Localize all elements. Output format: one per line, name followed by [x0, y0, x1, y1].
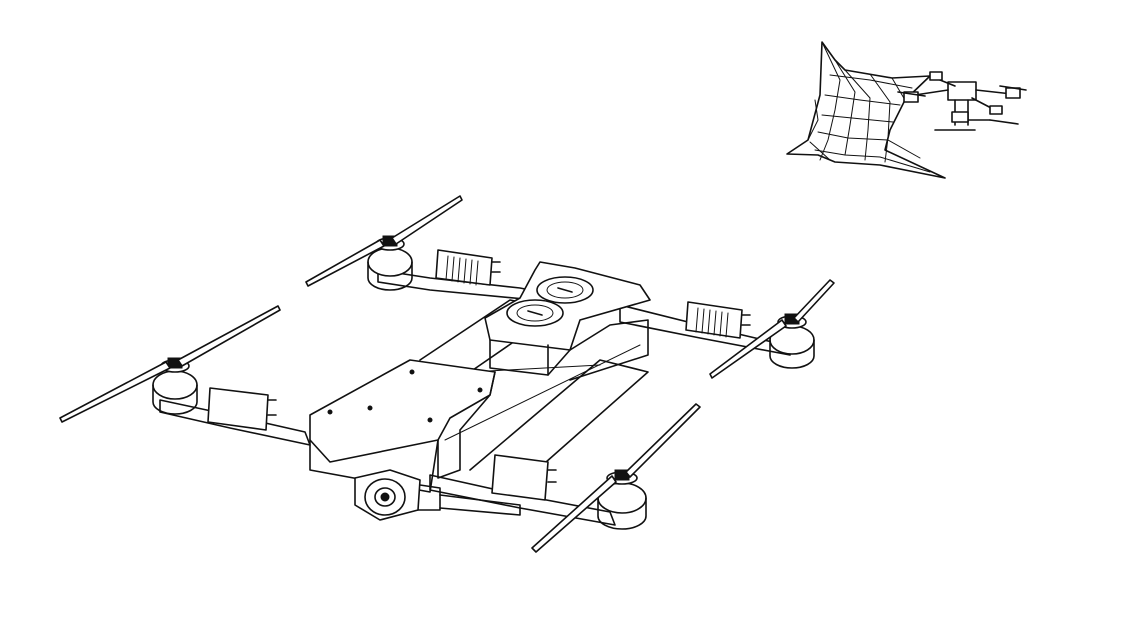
propeller-front-left: [59, 305, 281, 423]
propeller-front-right: [531, 403, 701, 553]
propeller-right: [709, 279, 835, 379]
rail-line-2: [444, 344, 641, 441]
rail-bottom: [469, 359, 649, 486]
mesh-grid: [807, 41, 931, 173]
motor-front-right: [597, 469, 647, 530]
camera-gimbal: [354, 469, 521, 521]
top-sensor-2: [506, 299, 564, 327]
upper-body-right: [569, 319, 649, 381]
lower-body-side: [437, 371, 496, 479]
upper-body: [484, 261, 651, 351]
top-sensor-1: [536, 276, 594, 304]
upper-body-side: [489, 339, 571, 376]
lower-body-top: [309, 359, 496, 463]
esc-front-right: [491, 454, 557, 501]
propeller-rear-left: [305, 195, 463, 287]
inset-drone: [897, 71, 1027, 131]
motor-right: [769, 313, 815, 369]
esc-rear: [435, 249, 501, 286]
main-drone: [59, 195, 835, 553]
esc-front-left: [207, 387, 277, 431]
inset-drone-mesh: [786, 41, 1027, 179]
esc-right: [685, 301, 751, 339]
mesh-outline: [786, 41, 946, 179]
